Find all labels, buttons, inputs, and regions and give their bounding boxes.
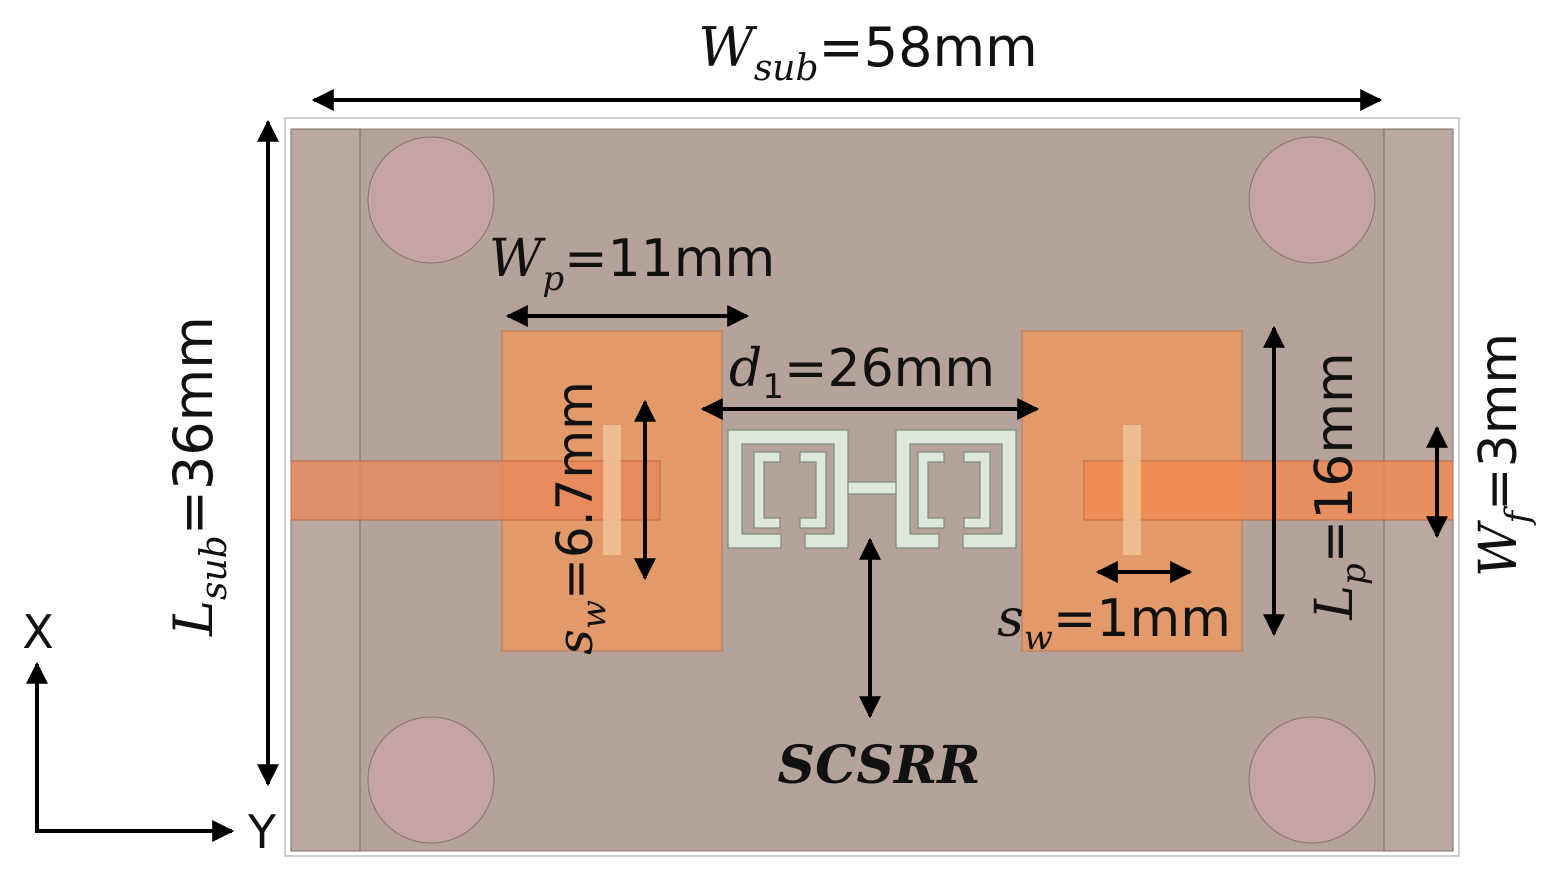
corner-hole-bottom-left: [367, 716, 495, 844]
corner-hole-bottom-right: [1248, 716, 1376, 844]
wf-label: Wf=3mm: [1469, 333, 1538, 577]
axis-x-label: X: [22, 605, 54, 659]
coordinate-axes: [26, 661, 235, 842]
sw-right-label: sw=1mm: [997, 589, 1231, 658]
left-feed-line: [290, 460, 661, 521]
lp-label: Lp=16mm: [1305, 352, 1374, 620]
sw-left-label: sw=6.7mm: [546, 381, 614, 655]
scsrr-label: SCSRR: [778, 735, 981, 796]
wp-label: Wp=11mm: [489, 229, 775, 299]
scsrr-structure: [727, 429, 1017, 549]
wsub-label: Wsub=58mm: [698, 16, 1037, 89]
left-slot: [603, 425, 621, 555]
corner-hole-top-right: [1248, 136, 1376, 264]
axis-y-label: Y: [247, 805, 277, 859]
corner-hole-top-left: [367, 136, 495, 264]
right-slot: [1123, 425, 1141, 555]
d1-label: d1=26mm: [729, 339, 995, 407]
lsub-label: Lsub=36mm: [162, 316, 235, 637]
